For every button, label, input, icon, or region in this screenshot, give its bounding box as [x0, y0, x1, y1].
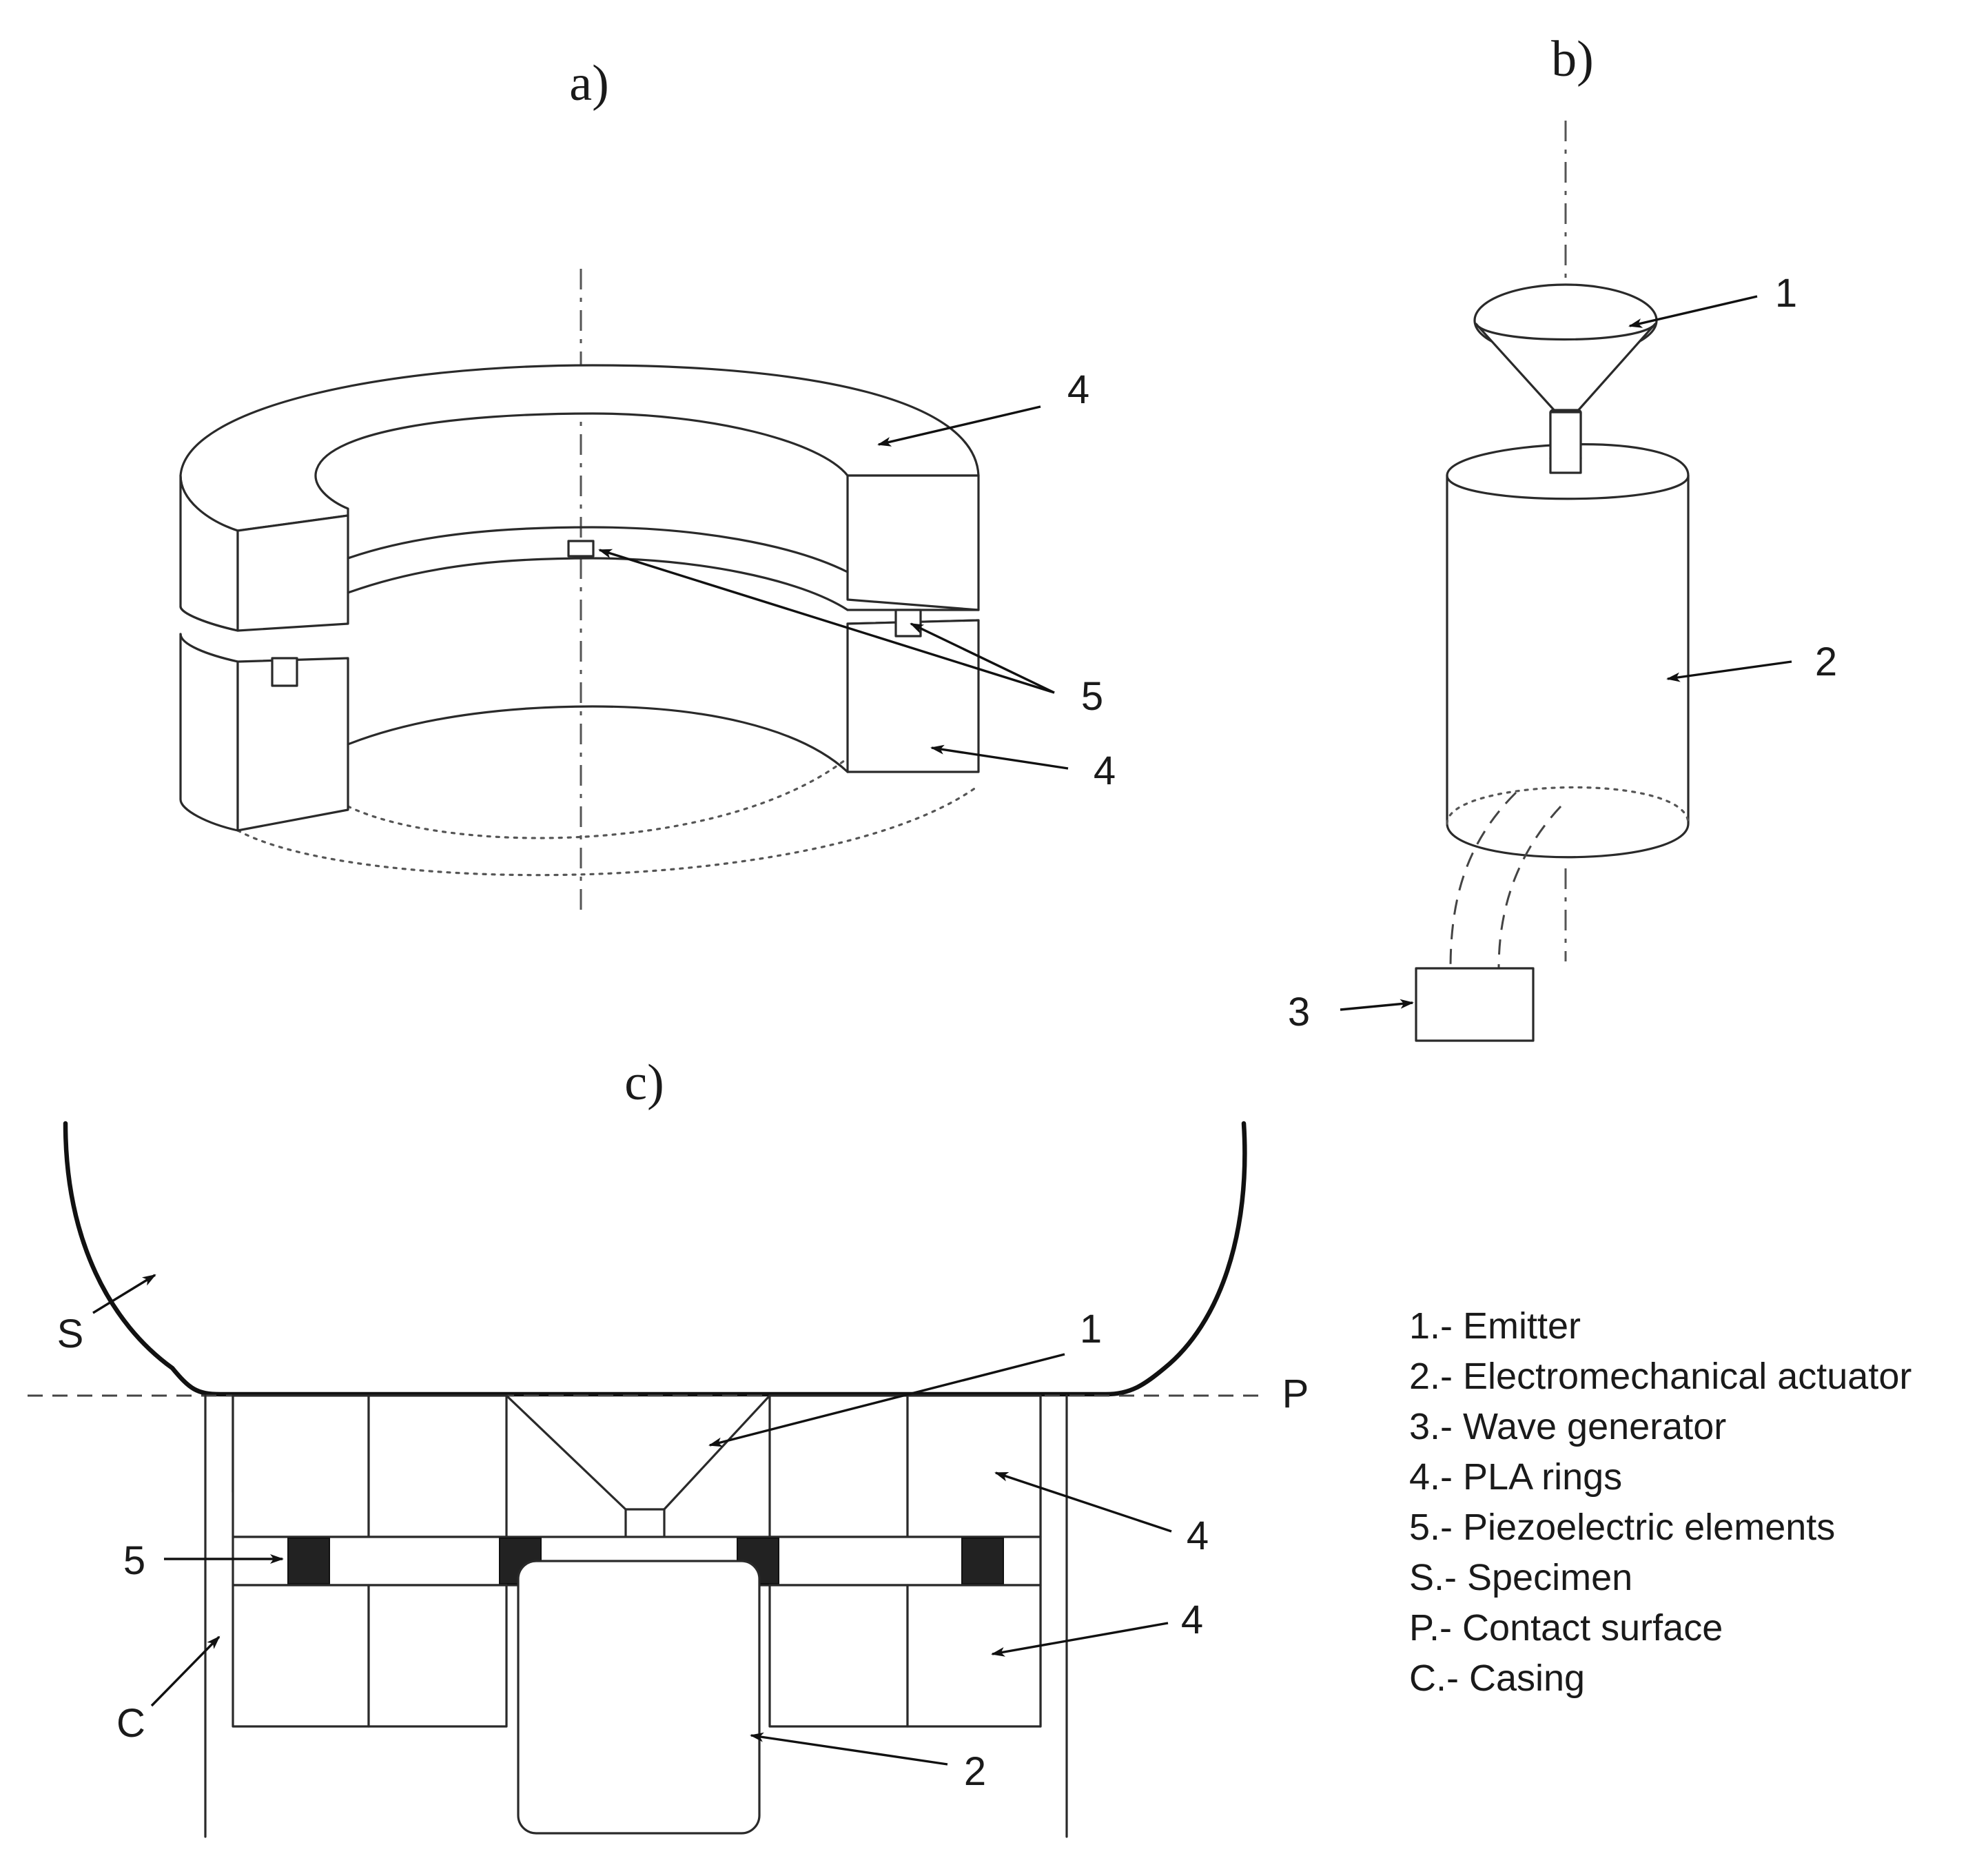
ring-base-outer-dotted	[236, 784, 980, 877]
actuator-cylinder-top-rim	[1446, 474, 1690, 500]
c-upper-ring-right-outer	[906, 1394, 1042, 1538]
emitter-stem-front	[1549, 411, 1582, 474]
label-a-piezo: 5	[1081, 674, 1103, 719]
label-a-ring-bottom: 4	[1094, 748, 1116, 793]
ring-top-face	[179, 364, 980, 532]
c-piezo-element-4	[961, 1538, 1004, 1584]
ring-gap-edge	[347, 557, 849, 611]
arrow-c-emitter	[708, 1353, 1065, 1447]
arrow-a-ring-top	[877, 405, 1041, 447]
arrow-c-ring-top	[994, 1471, 1172, 1533]
panel-b: b) 1 2 3	[1288, 31, 1837, 1042]
arrow-b-emitter	[1628, 295, 1758, 328]
arrow-a-piezo-right	[910, 622, 1055, 694]
panel-b-title: b)	[1551, 31, 1594, 88]
ring-lower-left-cut	[236, 657, 349, 832]
ring-base-inner-dotted	[347, 757, 849, 839]
legend-item-3: 3.- Wave generator	[1409, 1406, 1726, 1447]
label-c-casing: C	[116, 1701, 145, 1746]
label-b-actuator: 2	[1815, 640, 1837, 684]
c-upper-ring-left-inner	[367, 1394, 508, 1538]
legend: 1.- Emitter 2.- Electromechanical actuat…	[1409, 1305, 1912, 1699]
ring-gap-left-top	[179, 605, 239, 632]
label-c-emitter: 1	[1080, 1307, 1102, 1352]
piezo-pin-right	[894, 609, 922, 638]
legend-item-4: 4.- PLA rings	[1409, 1456, 1622, 1498]
ring-piezo-elements	[271, 540, 922, 687]
panel-c: c) S P 1	[28, 1054, 1309, 1838]
c-piezo-element-1	[287, 1538, 330, 1584]
specimen-outline	[63, 1121, 1247, 1397]
label-c-ring-top: 4	[1187, 1513, 1209, 1558]
ring-upper-right-cut	[846, 474, 980, 611]
arrow-c-ring-bottom	[991, 1622, 1169, 1657]
label-b-generator: 3	[1288, 990, 1310, 1034]
label-c-ring-bottom: 4	[1181, 1598, 1203, 1642]
cable-right	[1497, 805, 1562, 969]
c-emitter-funnel	[505, 1394, 771, 1512]
legend-item-2: 2.- Electromechanical actuator	[1409, 1356, 1912, 1397]
c-actuator-body	[517, 1560, 761, 1835]
legend-item-8: C.- Casing	[1409, 1658, 1585, 1699]
ring-lower-right-cut	[846, 619, 980, 773]
c-lower-ring-right-inner	[768, 1584, 909, 1728]
wave-generator-box	[1415, 967, 1535, 1042]
label-c-contact: P	[1282, 1371, 1309, 1416]
ring-lower-left-outer	[179, 633, 239, 832]
panel-a: a) 4	[179, 55, 1116, 910]
ring-upper-left-cut	[236, 514, 349, 632]
c-lower-ring-right-outer	[906, 1584, 1042, 1728]
c-lower-ring-left-outer	[232, 1584, 370, 1728]
panel-c-title: c)	[624, 1054, 664, 1111]
label-b-emitter: 1	[1775, 271, 1797, 316]
label-c-piezo: 5	[123, 1538, 145, 1583]
legend-item-6: S.- Specimen	[1409, 1557, 1632, 1598]
label-c-actuator: 2	[964, 1749, 986, 1794]
label-c-specimen: S	[57, 1312, 84, 1356]
emitter-cone-body	[1475, 323, 1657, 414]
label-a-ring-top: 4	[1067, 367, 1089, 412]
ring-lower-inner-edge	[347, 705, 849, 773]
arrow-a-piezo-center	[598, 549, 1055, 694]
actuator-cylinder-bottom-hidden	[1446, 786, 1690, 825]
ring-upper-inner-edge	[347, 526, 849, 573]
piezo-pin-center	[567, 540, 595, 558]
piezo-pin-left	[271, 657, 298, 687]
cable-left	[1449, 791, 1517, 969]
arrow-c-casing	[150, 1635, 221, 1707]
legend-item-7: P.- Contact surface	[1409, 1607, 1723, 1649]
arrow-b-generator	[1340, 999, 1414, 1011]
c-upper-ring-right-inner	[768, 1394, 909, 1538]
legend-item-1: 1.- Emitter	[1409, 1305, 1581, 1347]
arrow-a-ring-bottom	[930, 744, 1069, 770]
arrow-b-actuator	[1666, 660, 1792, 682]
actuator-cylinder	[1446, 443, 1690, 859]
arrow-c-actuator	[750, 1732, 948, 1766]
panel-a-title: a)	[569, 55, 609, 112]
c-lower-ring-left-inner	[367, 1584, 508, 1728]
c-upper-ring-left-outer	[232, 1394, 370, 1538]
arrow-c-specimen	[92, 1274, 156, 1314]
legend-item-5: 5.- Piezoelectric elements	[1409, 1507, 1835, 1548]
